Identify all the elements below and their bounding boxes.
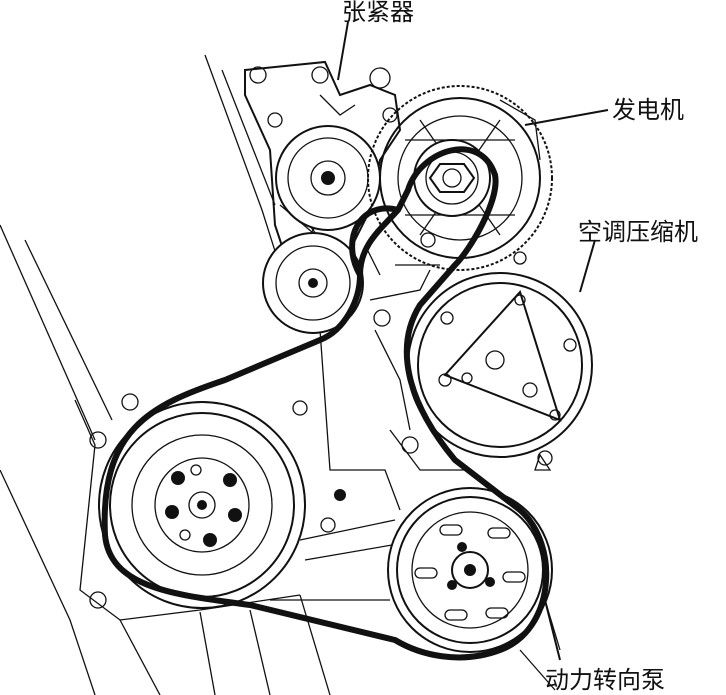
ac-compressor	[407, 272, 593, 471]
alternator-label: 发电机	[612, 96, 684, 124]
power-steering-pump-label: 动力转向泵	[545, 666, 665, 694]
mounting-bolts	[89, 67, 553, 609]
alternator	[367, 85, 553, 271]
tensioner-pulley	[275, 125, 381, 231]
engine-block-outline	[0, 54, 561, 695]
tensioner-label: 张紧器	[342, 0, 414, 26]
idler-pulley	[262, 232, 364, 334]
leader-lines	[337, 21, 609, 661]
ac-compressor-label: 空调压缩机	[578, 218, 698, 246]
serpentine-belt	[101, 146, 550, 661]
power-steering-pump	[387, 487, 553, 653]
